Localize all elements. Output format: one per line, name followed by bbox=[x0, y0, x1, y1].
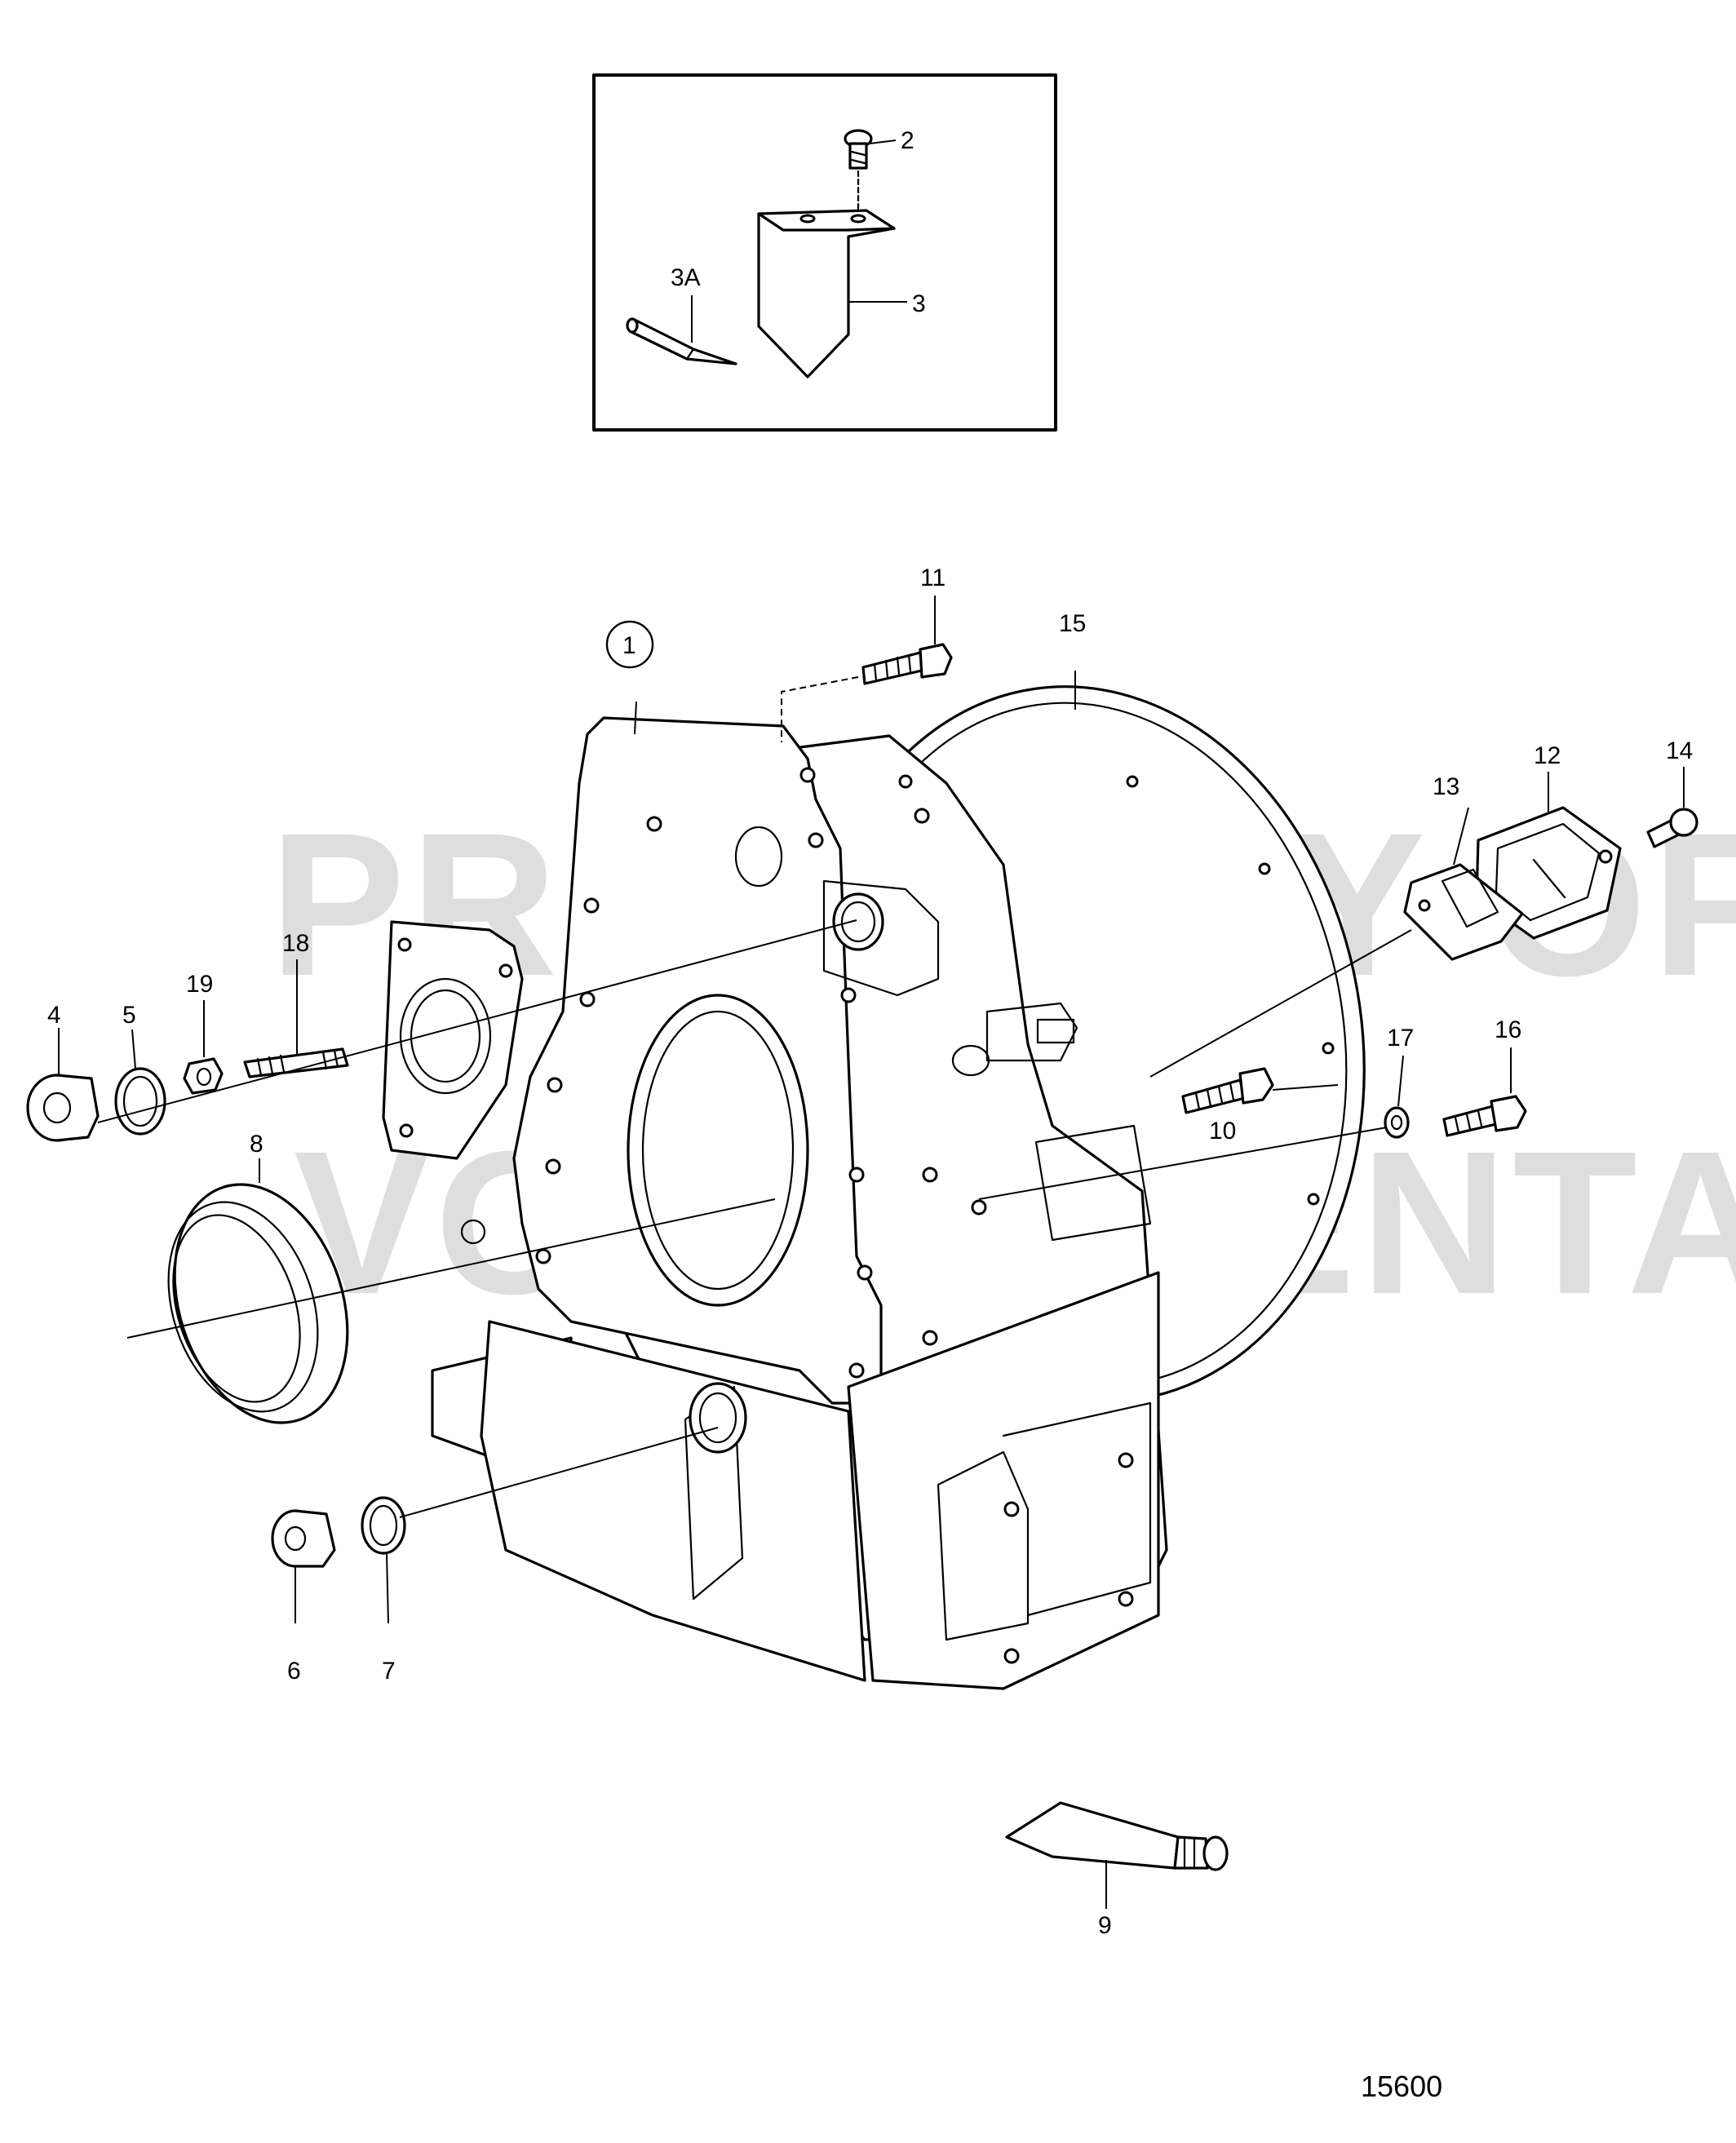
leader-13-to-housing bbox=[1149, 929, 1412, 1078]
callout-14: 14 bbox=[1666, 737, 1693, 764]
callout-16: 16 bbox=[1495, 1016, 1521, 1043]
callout-2: 2 bbox=[901, 127, 914, 154]
callout-1: 1 bbox=[622, 632, 636, 659]
callout-7: 7 bbox=[382, 1658, 396, 1685]
flywheel-housing-part-1 bbox=[382, 701, 1168, 1690]
screw-part-2 bbox=[844, 129, 897, 218]
inset-box: 2 3 3A bbox=[592, 73, 1057, 432]
nut-part-19 bbox=[183, 1000, 224, 1095]
sealant-tube-part-9 bbox=[1005, 1801, 1229, 1909]
callout-6: 6 bbox=[287, 1658, 301, 1685]
bolt-part-10 bbox=[1181, 1067, 1274, 1114]
callout-12: 12 bbox=[1534, 742, 1561, 769]
drawing-number: 15600 bbox=[1361, 2070, 1442, 2103]
seal-ring-part-7 bbox=[361, 1496, 406, 1624]
callout-1-marker: 1 bbox=[605, 620, 654, 669]
seal-part-8 bbox=[167, 1158, 349, 1424]
plug-part-6 bbox=[271, 1509, 336, 1623]
seal-ring-part-5 bbox=[114, 1029, 166, 1136]
callout-13: 13 bbox=[1433, 773, 1459, 800]
callout-9: 9 bbox=[1098, 1912, 1112, 1939]
callout-3A: 3A bbox=[671, 264, 701, 291]
leader-8-to-bore bbox=[126, 1198, 776, 1339]
pin-part-3A bbox=[626, 295, 737, 365]
stud-part-18 bbox=[243, 959, 349, 1078]
leader-6-to-port bbox=[399, 1427, 719, 1518]
callout-3: 3 bbox=[912, 290, 926, 317]
callout-18: 18 bbox=[282, 930, 309, 957]
bracket-part-3 bbox=[757, 209, 907, 379]
callout-5: 5 bbox=[122, 1002, 136, 1029]
callout-17: 17 bbox=[1387, 1025, 1414, 1052]
callout-15: 15 bbox=[1059, 610, 1086, 637]
callout-8: 8 bbox=[250, 1131, 264, 1158]
leader-10-to-housing bbox=[1272, 1084, 1339, 1091]
callout-10: 10 bbox=[1209, 1118, 1236, 1145]
callout-11: 11 bbox=[920, 565, 946, 591]
bolt-part-11 bbox=[781, 596, 953, 742]
callout-4: 4 bbox=[47, 1002, 61, 1029]
leader-4-to-port bbox=[97, 919, 857, 1123]
bolt-part-16 bbox=[1442, 1047, 1527, 1137]
screw-part-14 bbox=[1646, 767, 1698, 848]
washer-part-17 bbox=[1384, 1055, 1410, 1139]
leader-17-to-housing bbox=[978, 1127, 1388, 1200]
gasket-part-13 bbox=[1403, 807, 1524, 961]
callout-19: 19 bbox=[186, 971, 213, 998]
plug-part-4 bbox=[26, 1028, 100, 1142]
